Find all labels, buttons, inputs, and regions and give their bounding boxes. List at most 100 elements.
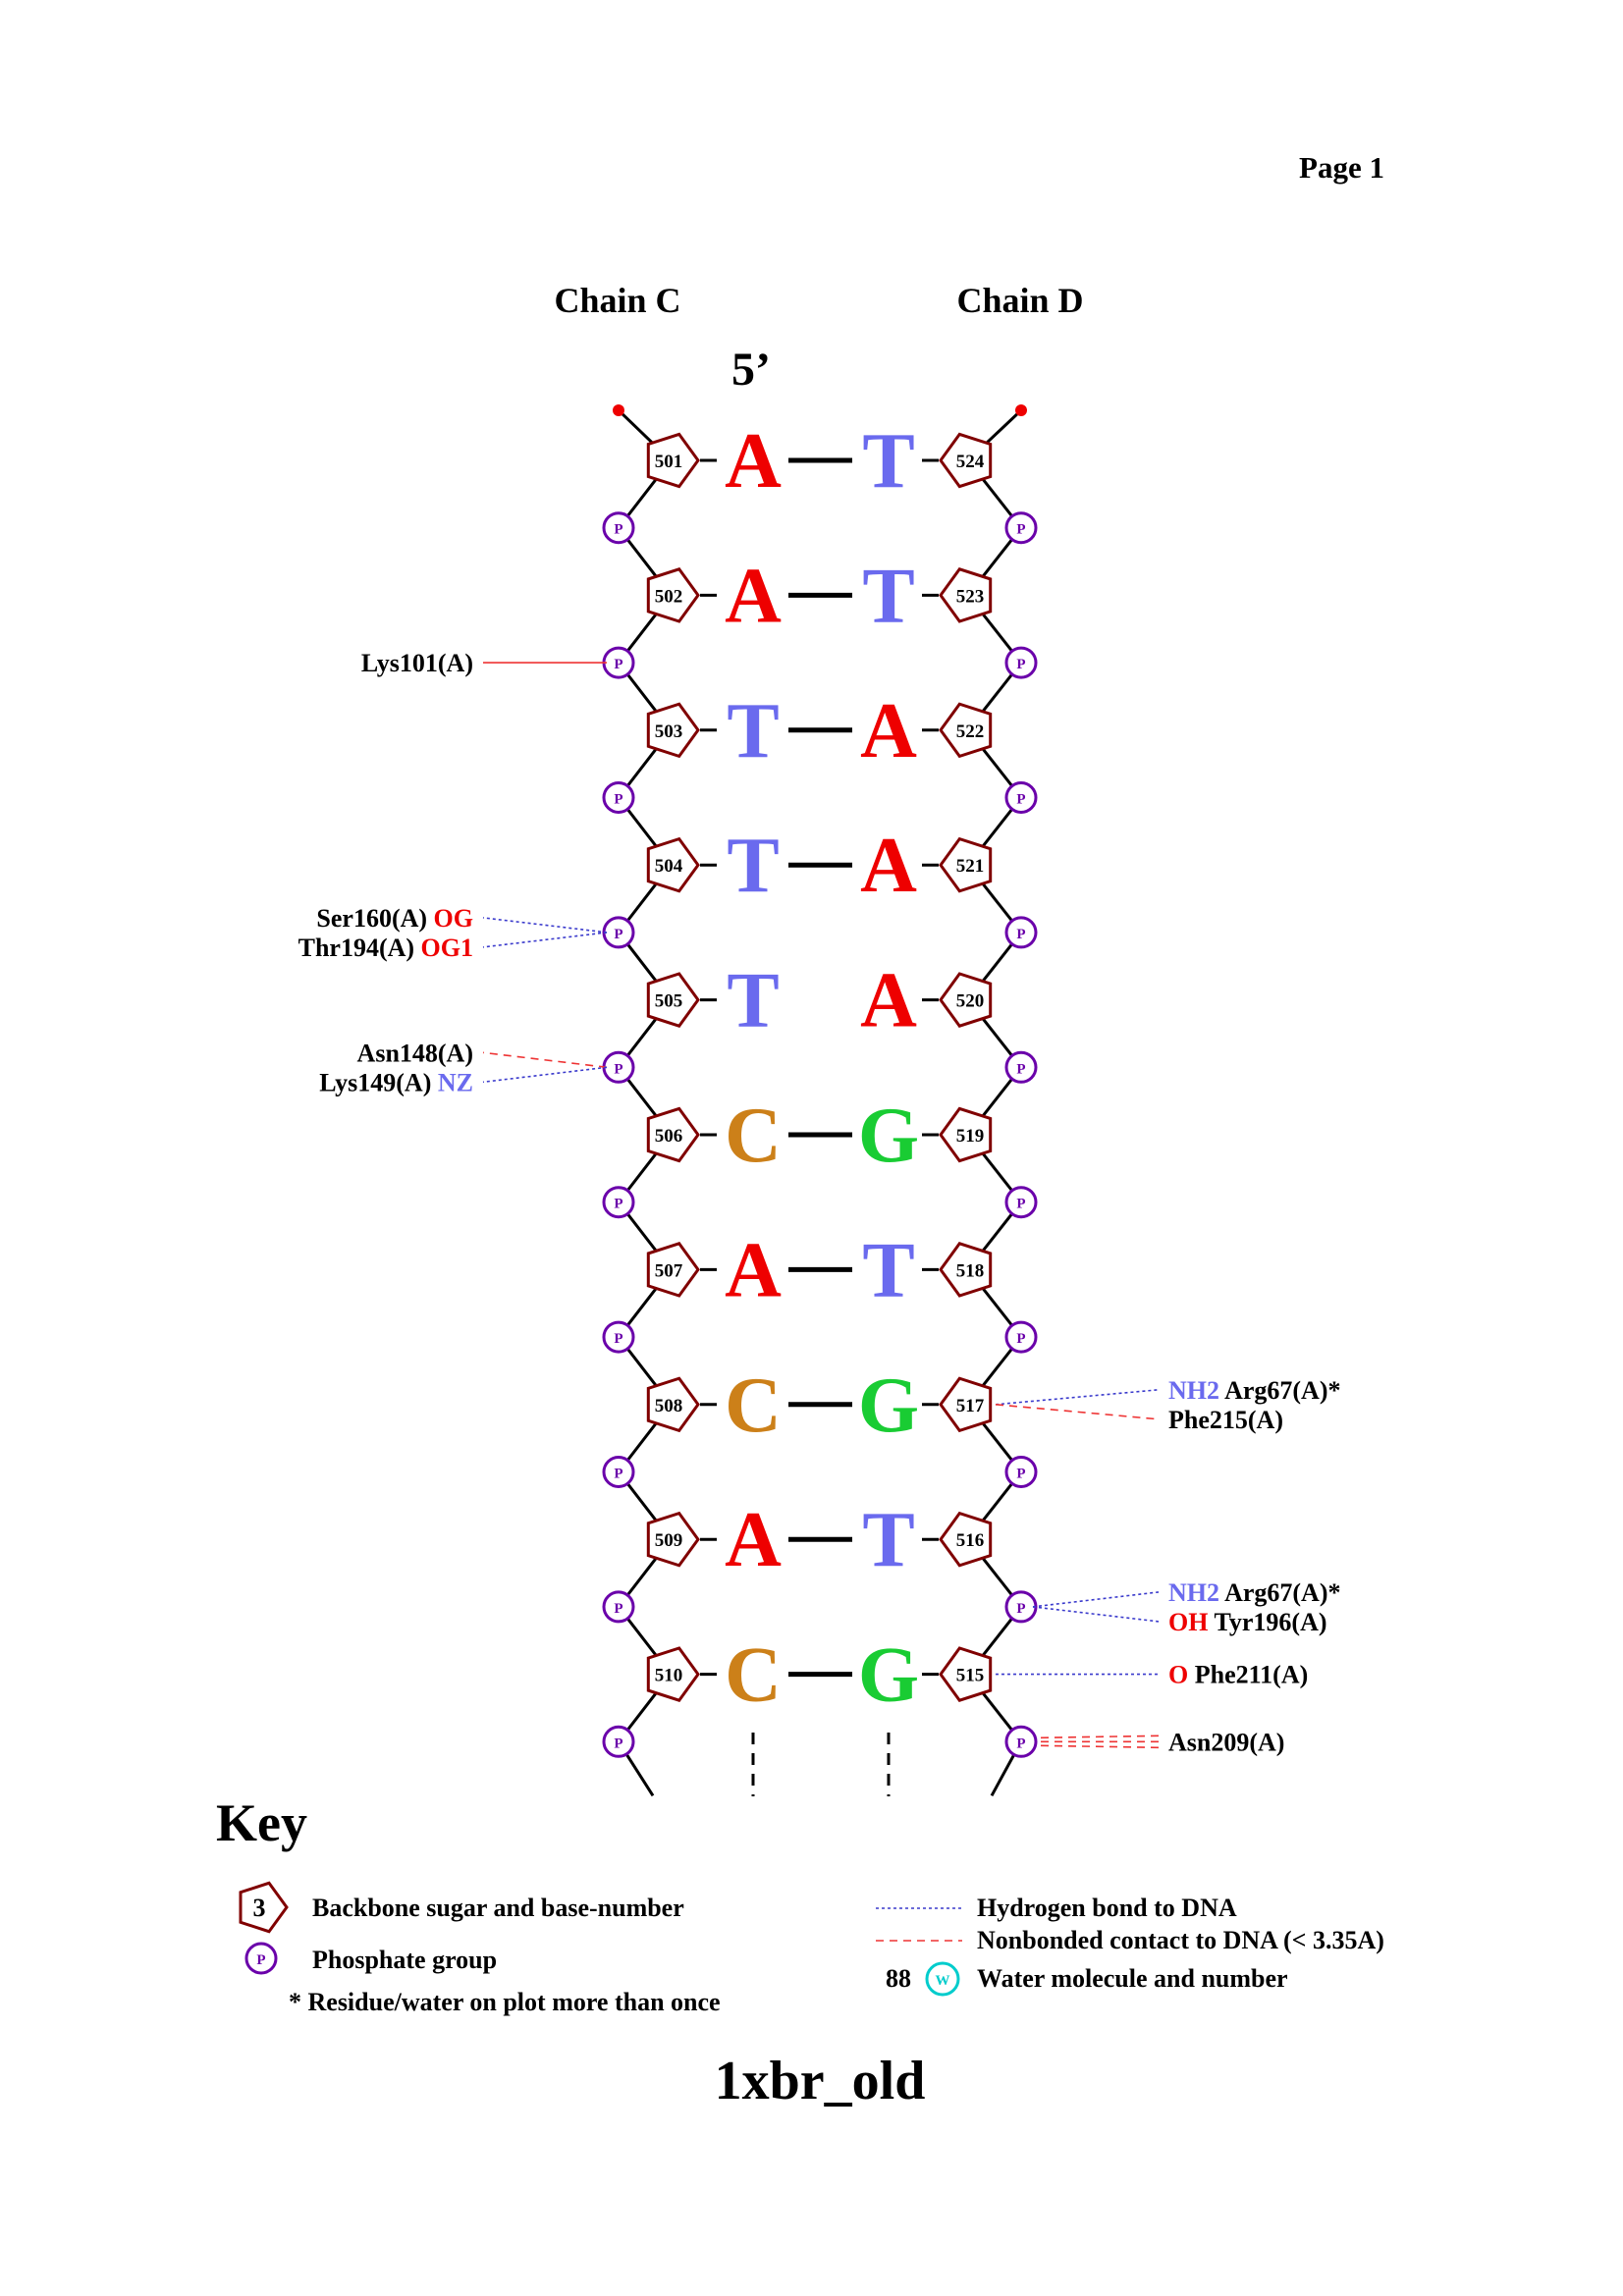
sugar-number: 518 [956,1260,985,1281]
phosphate-circle [1004,1725,1038,1758]
interaction-line [995,1389,1160,1406]
phosphate-label: P [614,1331,622,1347]
base-letter: T [727,823,779,909]
residue-name: Asn148(A) [357,1039,473,1067]
phosphate-label: P [614,1601,622,1617]
interaction-line [482,1051,608,1069]
sugar-number: 522 [956,721,985,742]
phosphate-circle [602,1320,635,1354]
interaction-label: NH2 Arg67(A)* [1168,1578,1341,1607]
key-phosphate-label: P [256,1952,265,1968]
structure-name: 1xbr_old [715,2051,926,2111]
atom-name: OG [434,904,473,933]
phosphate-label: P [614,927,622,942]
atom-name: O [1168,1661,1188,1689]
sugar-number: 504 [655,856,683,877]
residue-name: Lys149(A) [319,1068,431,1096]
interaction-label: Asn148(A) [357,1039,473,1067]
sugar-number: 503 [655,721,683,742]
base-letter: T [862,553,914,639]
base-letter: T [727,958,779,1044]
interaction-line [1032,1606,1160,1623]
phosphate-circle [1004,511,1038,545]
chain-c-backbone [617,408,674,1797]
interaction: Ser160(A) OG [316,904,608,934]
interaction-label: Ser160(A) OG [316,904,473,933]
phosphate-label: P [1016,1735,1025,1751]
five-prime-label: 5’ [731,344,771,396]
interaction-label: NH2 Arg67(A)* [1168,1376,1341,1405]
phosphate-label: P [614,657,622,672]
sugar-pentagon [646,1376,700,1433]
interaction-line [995,1404,1160,1420]
phosphate-label: P [1016,1467,1025,1482]
residue-name: Thr194(A) [298,934,414,962]
phosphate-label: P [1016,1197,1025,1212]
phosphate-label: P [614,1197,622,1212]
key-phosphate-text: Phosphate group [312,1946,497,1974]
residue-name: Arg67(A)* [1224,1578,1340,1607]
sugar-pentagon [939,702,993,759]
interaction-line [1040,1735,1160,1739]
key-title: Key [216,1793,307,1852]
interaction-label: Thr194(A) OG1 [298,934,473,962]
phosphate-label: P [614,1467,622,1482]
interaction: Thr194(A) OG1 [298,932,608,962]
interaction-label: O Phe211(A) [1168,1661,1308,1689]
residue-name: Phe211(A) [1195,1661,1309,1689]
sugar-pentagon [646,1646,700,1702]
phosphate-label: P [1016,657,1025,672]
sugar-number: 501 [655,452,683,472]
interaction: Asn148(A) [357,1039,608,1069]
sugar-pentagon [939,836,993,893]
phosphate-label: P [614,792,622,808]
interaction: NH2 Arg67(A)* [995,1376,1341,1406]
phosphate-circle [602,1590,635,1624]
sugar-number: 510 [655,1666,683,1686]
key-water-label: W [936,1973,950,1989]
base-letter: G [858,1632,919,1719]
interaction-label: OH Tyr196(A) [1168,1608,1327,1636]
sugar-number: 524 [956,452,985,472]
sugar-pentagon [939,972,993,1028]
sugar-pentagon [646,1242,700,1298]
phosphate-label: P [614,522,622,538]
atom-name: NH2 [1168,1376,1219,1405]
interaction-label: Lys149(A) NZ [319,1068,473,1096]
base-letter: G [858,1093,919,1179]
interaction-label: Phe215(A) [1168,1406,1283,1434]
sugar-pentagon [939,1242,993,1298]
base-letter: C [725,1362,782,1449]
key-asterisk-text: * Residue/water on plot more than once [289,1988,721,2016]
sugar-pentagon [939,1511,993,1568]
interaction: O Phe211(A) [996,1661,1308,1689]
phosphate-circle [1004,1456,1038,1488]
phosphate-circle [1004,1320,1038,1354]
base-letter: T [862,1227,914,1313]
interaction: Phe215(A) [995,1404,1283,1434]
sugar-number: 509 [655,1530,683,1551]
sugar-pentagon [939,1646,993,1702]
sugar-pentagon [646,567,700,623]
base-letter: A [725,553,782,639]
phosphate-circle [1004,916,1038,949]
phosphate-label: P [1016,1601,1025,1617]
phosphate-circle [1004,1050,1038,1084]
phosphate-label: P [1016,522,1025,538]
sugar-number: 505 [655,991,683,1012]
atom-name: OG1 [421,934,473,962]
sugar-number: 508 [655,1396,683,1416]
base-letter: C [725,1093,782,1179]
interaction-label: Asn209(A) [1168,1728,1284,1756]
base-letter: A [725,1497,782,1583]
interaction-label: Lys101(A) [361,649,473,677]
